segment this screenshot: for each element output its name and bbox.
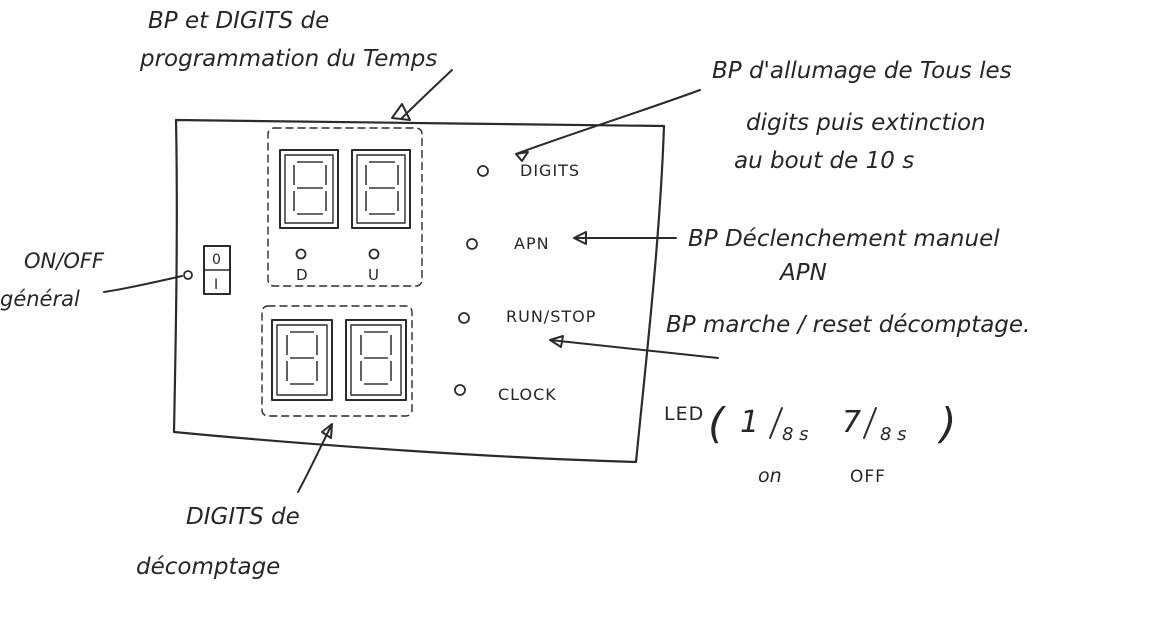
run-stop-button-label: RUN/STOP xyxy=(506,307,596,326)
top-note-arrow xyxy=(391,69,453,121)
led-off-numerator: 7 xyxy=(842,405,861,440)
led-close-paren: ) xyxy=(937,399,956,448)
led-on-denominator: 8 s xyxy=(782,424,809,445)
countdown-note-line1: DIGITS de xyxy=(186,504,300,530)
run-note-arrow xyxy=(549,335,719,359)
prog-down-label: D xyxy=(296,266,309,284)
led-off-label: OFF xyxy=(850,467,886,487)
prog-up-button[interactable] xyxy=(368,248,380,260)
countdown-note-line2: décomptage xyxy=(136,554,280,580)
power-switch-on-mark: I xyxy=(214,277,219,293)
clock-button[interactable] xyxy=(454,384,466,396)
led-on-label: on xyxy=(758,465,782,487)
onoff-label-line2: général xyxy=(0,287,80,311)
digits-note-arrow xyxy=(515,89,701,162)
countdown-digits-group xyxy=(261,305,413,417)
apn-button[interactable] xyxy=(466,238,478,250)
apn-note-arrow xyxy=(573,231,677,245)
digits-button-label: DIGITS xyxy=(520,161,580,180)
led-on-numerator: 1 xyxy=(740,405,759,440)
run-stop-button[interactable] xyxy=(458,312,470,324)
led-open-paren: ( xyxy=(708,399,726,448)
led-title: LED xyxy=(664,403,704,425)
prog-digits-group xyxy=(267,127,423,287)
onoff-arrow-dot xyxy=(183,270,193,280)
prog-up-label: U xyxy=(368,266,380,284)
apn-note-line1: BP Déclenchement manuel xyxy=(688,226,1000,252)
panel-outline xyxy=(172,118,666,464)
run-note: BP marche / reset décomptage. xyxy=(666,312,1030,338)
clock-button-label: CLOCK xyxy=(498,385,557,404)
digits-note-line1: BP d'allumage de Tous les xyxy=(712,58,1012,84)
countdown-digit-units xyxy=(345,319,407,401)
top-note-line2: programmation du Temps xyxy=(139,46,437,72)
digits-note-line3: au bout de 10 s xyxy=(734,148,914,174)
led-off-denominator: 8 s xyxy=(880,424,907,445)
countdown-digit-tens xyxy=(271,319,333,401)
prog-digit-tens xyxy=(279,149,339,229)
prog-down-button[interactable] xyxy=(295,248,307,260)
led-on-slash xyxy=(769,407,783,439)
digits-button[interactable] xyxy=(477,165,489,177)
top-note-line1: BP et DIGITS de xyxy=(148,8,329,34)
power-switch-off-mark: 0 xyxy=(212,252,222,268)
prog-digit-units xyxy=(351,149,411,229)
led-off-slash xyxy=(863,407,877,439)
countdown-note-arrow xyxy=(297,423,333,493)
onoff-arrow xyxy=(103,275,183,293)
apn-note-line2: APN xyxy=(778,260,827,286)
apn-button-label: APN xyxy=(514,234,550,253)
digits-note-line2: digits puis extinction xyxy=(746,110,986,136)
onoff-label-line1: ON/OFF xyxy=(24,249,105,273)
